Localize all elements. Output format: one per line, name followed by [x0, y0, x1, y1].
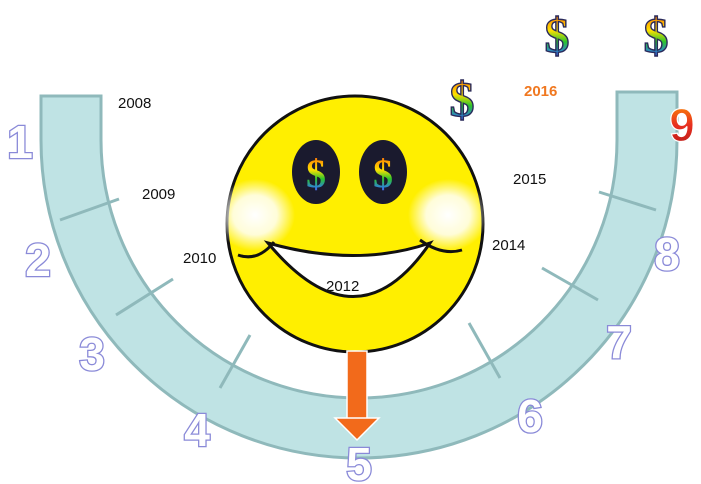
segment-number-4: 4 [184, 404, 210, 456]
timeline-arc-band [39, 90, 679, 460]
year-label-2016: 2016 [524, 83, 557, 100]
down-arrow-icon [333, 350, 381, 442]
segment-number-1: 1 [7, 116, 33, 168]
segment-number-8: 8 [654, 228, 680, 280]
right-eye-dollar-icon: $ [373, 151, 393, 196]
dollar-sign-icon: $ [545, 7, 570, 63]
segment-number-6: 6 [517, 390, 543, 442]
dollar-sign-icon: $ [450, 71, 475, 127]
segment-number-3: 3 [79, 328, 105, 380]
right-smile-line [419, 238, 463, 254]
arc-segment-dividers [59, 190, 657, 389]
left-cheek [215, 179, 295, 251]
smile-mouth [263, 240, 434, 298]
left-eye-dollar-icon: $ [306, 151, 326, 196]
year-label-2010: 2010 [183, 250, 216, 267]
segment-number-9: 9 [669, 99, 695, 151]
year-label-2008: 2008 [118, 95, 151, 112]
right-cheek [408, 179, 488, 251]
segment-number-5: 5 [346, 438, 372, 484]
year-label-2015: 2015 [513, 171, 546, 188]
year-label-2009: 2009 [142, 186, 175, 203]
year-label-2014: 2014 [492, 237, 525, 254]
year-label-2012: 2012 [326, 278, 359, 295]
right-eye [359, 140, 407, 204]
segment-number-2: 2 [25, 234, 51, 286]
segment-number-7: 7 [606, 316, 632, 368]
smiley-face-icon: $ $ [215, 94, 488, 354]
left-eye [292, 140, 340, 204]
dollar-sign-icon: $ [644, 7, 669, 63]
left-smile-line [237, 241, 276, 259]
